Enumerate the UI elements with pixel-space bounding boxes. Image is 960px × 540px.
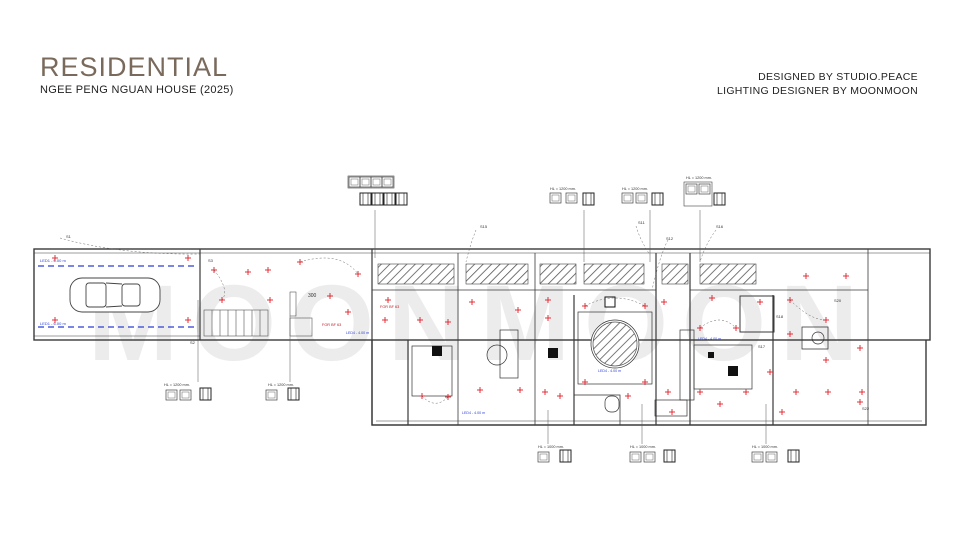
car-icon: [69, 277, 161, 313]
hatched-planters: [377, 263, 757, 285]
hl-label: HL = 1200 mm.: [622, 187, 648, 191]
led-label: LED4 - 4.00 m: [346, 331, 369, 335]
led-label: LED4 - 4.00 m: [698, 337, 721, 341]
plan-annotations: HL = 1200 mm. HL = 1200 mm. HL = 1200 mm…: [66, 176, 870, 449]
dimension-label: 300: [308, 293, 317, 299]
lighting-credit: LIGHTING DESIGNER BY MOONMOON: [716, 85, 918, 97]
switch-label: S11: [638, 220, 646, 225]
leader-lines: [197, 210, 767, 444]
hl-label: HL = 1000 mm.: [538, 445, 564, 449]
switch-label: S2: [190, 340, 196, 345]
hl-label: HL = 1200 mm.: [164, 383, 190, 387]
svg-text:LED1 - 6.00 m: LED1 - 6.00 m: [40, 258, 66, 263]
svg-text:LED1 - 6.00 m: LED1 - 6.00 m: [40, 321, 66, 326]
ffl-label: FOR BF 63: [380, 305, 399, 309]
switch-label: S1: [66, 234, 72, 239]
feature-fixtures: [432, 296, 738, 376]
ffl-label: FOR BF 63: [322, 323, 341, 327]
hl-label: HL = 1200 mm.: [686, 176, 712, 180]
switch-label: S16: [716, 224, 724, 229]
page-title: RESIDENTIAL: [40, 52, 229, 82]
credits: DESIGNED BY STUDIO.PEACE LIGHTING DESIGN…: [717, 70, 918, 98]
hl-label: HL = 1000 mm.: [630, 445, 656, 449]
carport: LED1 - 6.00 m LED1 - 6.00 m: [38, 258, 198, 328]
switch-label: S22: [862, 406, 870, 411]
led-label: LED4 - 4.00 m: [598, 369, 621, 373]
switch-label: S15: [480, 224, 488, 229]
hl-label: HL = 1200 mm.: [268, 383, 294, 387]
staircase: [203, 291, 313, 337]
switch-wiring: [59, 225, 827, 404]
switch-label: S20: [834, 298, 842, 303]
project-subtitle: NGEE PENG NGUAN HOUSE (2025): [40, 84, 234, 96]
furniture: [411, 311, 825, 417]
hl-label: HL = 1000 mm.: [752, 445, 778, 449]
switch-label: S3: [208, 258, 214, 263]
hl-label: HL = 1200 mm.: [550, 187, 576, 191]
detail-callouts: [165, 175, 800, 463]
led-label: LED4 - 4.00 m: [462, 411, 485, 415]
switch-label: S18: [776, 314, 784, 319]
design-credit: DESIGNED BY STUDIO.PEACE: [758, 71, 918, 83]
switch-label: S17: [758, 344, 766, 349]
outer-walls: [33, 248, 931, 426]
switch-label: S12: [666, 236, 674, 241]
